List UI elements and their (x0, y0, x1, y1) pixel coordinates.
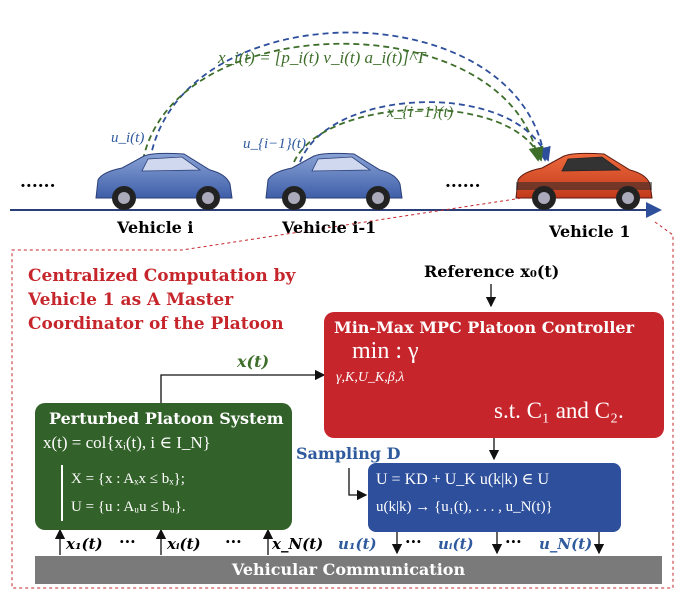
label-u-i: u_i(t) (111, 130, 145, 146)
arc-blue-outer (149, 31, 551, 162)
label-vehicle-i-minus-1: Vehicle i-1 (282, 218, 377, 237)
label-u-i-minus-1: u_{i−1}(t) (243, 136, 306, 152)
car-vehicle-i (95, 152, 233, 210)
label-state-equation: x_i(t) = [p_i(t) v_i(t) a_i(t)]^T (218, 48, 426, 67)
bus-u1: u₁(t) (338, 535, 377, 553)
control-law-line-2: u(k|k) → {u₁(t), . . . , u_N(t)} (376, 499, 553, 515)
system-eq-3: U = {u : Aᵤu ≤ bᵤ}. (71, 499, 186, 515)
bus-x1: x₁(t) (66, 535, 103, 553)
controller-constraint: s.t. C₁ and C₂. (494, 398, 624, 423)
system-sets: X = {x : Aₓx ≤ bₓ}; U = {u : Aᵤu ≤ bᵤ}. (61, 465, 186, 521)
callout-outline (11, 197, 674, 589)
reference-label: Reference x₀(t) (424, 262, 560, 281)
sampling-arrow (348, 468, 368, 501)
bus-dots-1: ··· (119, 532, 136, 551)
sampling-label: Sampling D (296, 444, 401, 463)
controller-title: Min-Max MPC Platoon Controller (334, 318, 635, 337)
car-vehicle-i-minus-1 (265, 152, 403, 210)
dots-mid: ...... (445, 172, 481, 192)
system-title: Perturbed Platoon System (49, 409, 284, 428)
bus-dots-3: ··· (405, 532, 422, 551)
coordinator-title-line-3: Coordinator of the Platoon (28, 314, 284, 334)
bus-xN: x_N(t) (272, 535, 324, 553)
system-eq-2: X = {x : Aₓx ≤ bₓ}; (71, 471, 185, 487)
state-feedback-label: x(t) (237, 352, 270, 371)
bus-uN: u_N(t) (539, 535, 593, 553)
label-vehicle-i: Vehicle i (117, 218, 194, 237)
coordinator-title: Centralized Computation by Vehicle 1 as … (28, 264, 295, 336)
coordinator-title-line-2: Vehicle 1 as A Master (28, 290, 234, 310)
control-law-block: U = KD + U_K u(k|k) ∈ U u(k|k) → {u₁(t),… (368, 463, 621, 532)
controller-block: Min-Max MPC Platoon Controller min : γ γ… (324, 312, 664, 438)
control-law-line-1: U = KD + U_K u(k|k) ∈ U (376, 471, 550, 488)
bus-ui: uᵢ(t) (438, 535, 474, 553)
controller-objective: min : γ (352, 338, 419, 364)
coordinator-title-line-1: Centralized Computation by (28, 266, 296, 286)
controller-subscript: γ,K,U_K,β,λ (336, 370, 405, 385)
arc-green-outer (142, 42, 543, 162)
label-state-prev: x_{i−1}(t) (387, 104, 454, 121)
vehicular-communication-bus: Vehicular Communication (35, 556, 662, 584)
arc-blue-inner (299, 101, 551, 163)
state-feedback-arrow (160, 369, 326, 403)
bus-dots-4: ··· (505, 532, 522, 551)
arc-green-inner (293, 108, 544, 163)
car-vehicle-1 (515, 152, 653, 210)
bus-dots-2: ··· (225, 532, 242, 551)
platoon-system-block: Perturbed Platoon System x(t) = col{xᵢ(t… (35, 403, 292, 530)
bus-xi: xᵢ(t) (167, 535, 201, 553)
dots-left: ...... (20, 172, 56, 192)
label-vehicle-1: Vehicle 1 (549, 222, 631, 241)
system-eq-1: x(t) = col{xᵢ(t), i ∈ I_N} (43, 433, 211, 452)
